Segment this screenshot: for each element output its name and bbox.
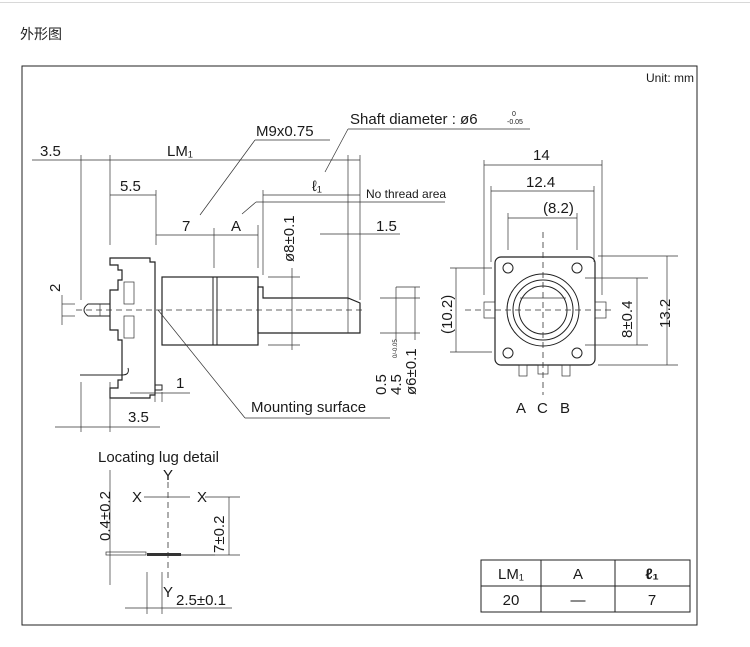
dim-12-4: 12.4 <box>526 174 555 191</box>
dim-1: 1 <box>176 375 184 392</box>
lug-x-right: X <box>197 489 207 506</box>
dim-4-5: 4.5 <box>388 374 405 395</box>
dim-4-5-tol: 0/-0.05 <box>393 339 399 358</box>
dimension-table: LM₁ A ℓ₁ 20 — 7 <box>480 559 691 613</box>
terminal-a-label: A <box>516 400 526 417</box>
lug-y-bottom: Y <box>163 584 173 601</box>
dim-14: 14 <box>533 147 550 164</box>
table-cell-a: — <box>571 592 586 609</box>
shaft-tol-upper: 0 <box>512 111 516 118</box>
mounting-surface-label: Mounting surface <box>251 399 366 416</box>
shaft-tol-lower: -0.05 <box>507 119 523 126</box>
dim-3-5-top: 3.5 <box>40 143 61 160</box>
drawing-frame <box>21 65 698 626</box>
front-dimensions: 14 12.4 (8.2) (10.2) 8±0.4 13.2 A C B <box>439 147 678 417</box>
terminal-b-label: B <box>560 400 570 417</box>
lug-dim-7: 7±0.2 <box>211 516 228 553</box>
front-view <box>465 232 612 395</box>
lug-dim-25: 2.5±0.1 <box>176 592 226 609</box>
dim-phi6: ø6±0.1 <box>403 348 420 395</box>
side-dimensions: 3.5 LM₁ M9x0.75 Shaft diameter : ø6 0 -0… <box>32 111 530 432</box>
side-view <box>76 257 366 399</box>
lug-dim-04: 0.4±0.2 <box>97 491 114 541</box>
dim-3-5-bottom: 3.5 <box>128 409 149 426</box>
locating-lug-detail: Locating lug detail Y X X 0.4±0.2 7±0.2 … <box>97 449 240 614</box>
lug-title: Locating lug detail <box>98 449 219 466</box>
top-divider <box>0 2 750 3</box>
dim-a: A <box>231 218 241 235</box>
dim-10-2: (10.2) <box>439 295 456 334</box>
table-header-a: A <box>573 566 583 583</box>
dim-lm1: LM₁ <box>167 143 193 160</box>
dim-2: 2 <box>47 284 64 292</box>
shaft-diameter-label: Shaft diameter : ø6 <box>350 111 478 128</box>
dim-8-2: (8.2) <box>543 200 574 217</box>
table-cell-l1: 7 <box>648 592 656 609</box>
dim-phi8: ø8±0.1 <box>281 215 298 262</box>
unit-label: Unit: mm <box>646 71 694 85</box>
table-cell-lm1: 20 <box>503 592 520 609</box>
dim-7: 7 <box>182 218 190 235</box>
lug-x-left: X <box>132 489 142 506</box>
dim-l1: ℓ₁ <box>312 178 322 195</box>
dim-13-2: 13.2 <box>657 299 674 328</box>
page-title: 外形图 <box>20 27 62 43</box>
dim-0-5: 0.5 <box>373 374 390 395</box>
dim-8-04: 8±0.4 <box>619 301 636 338</box>
table-header-lm1: LM₁ <box>498 566 524 583</box>
table-header-l1: ℓ₁ <box>645 566 659 583</box>
dim-5-5: 5.5 <box>120 178 141 195</box>
thread-spec: M9x0.75 <box>256 123 314 140</box>
lug-y-top: Y <box>163 467 173 484</box>
dim-1-5: 1.5 <box>376 218 397 235</box>
terminal-c-label: C <box>537 400 548 417</box>
no-thread-area-label: No thread area <box>366 187 446 201</box>
